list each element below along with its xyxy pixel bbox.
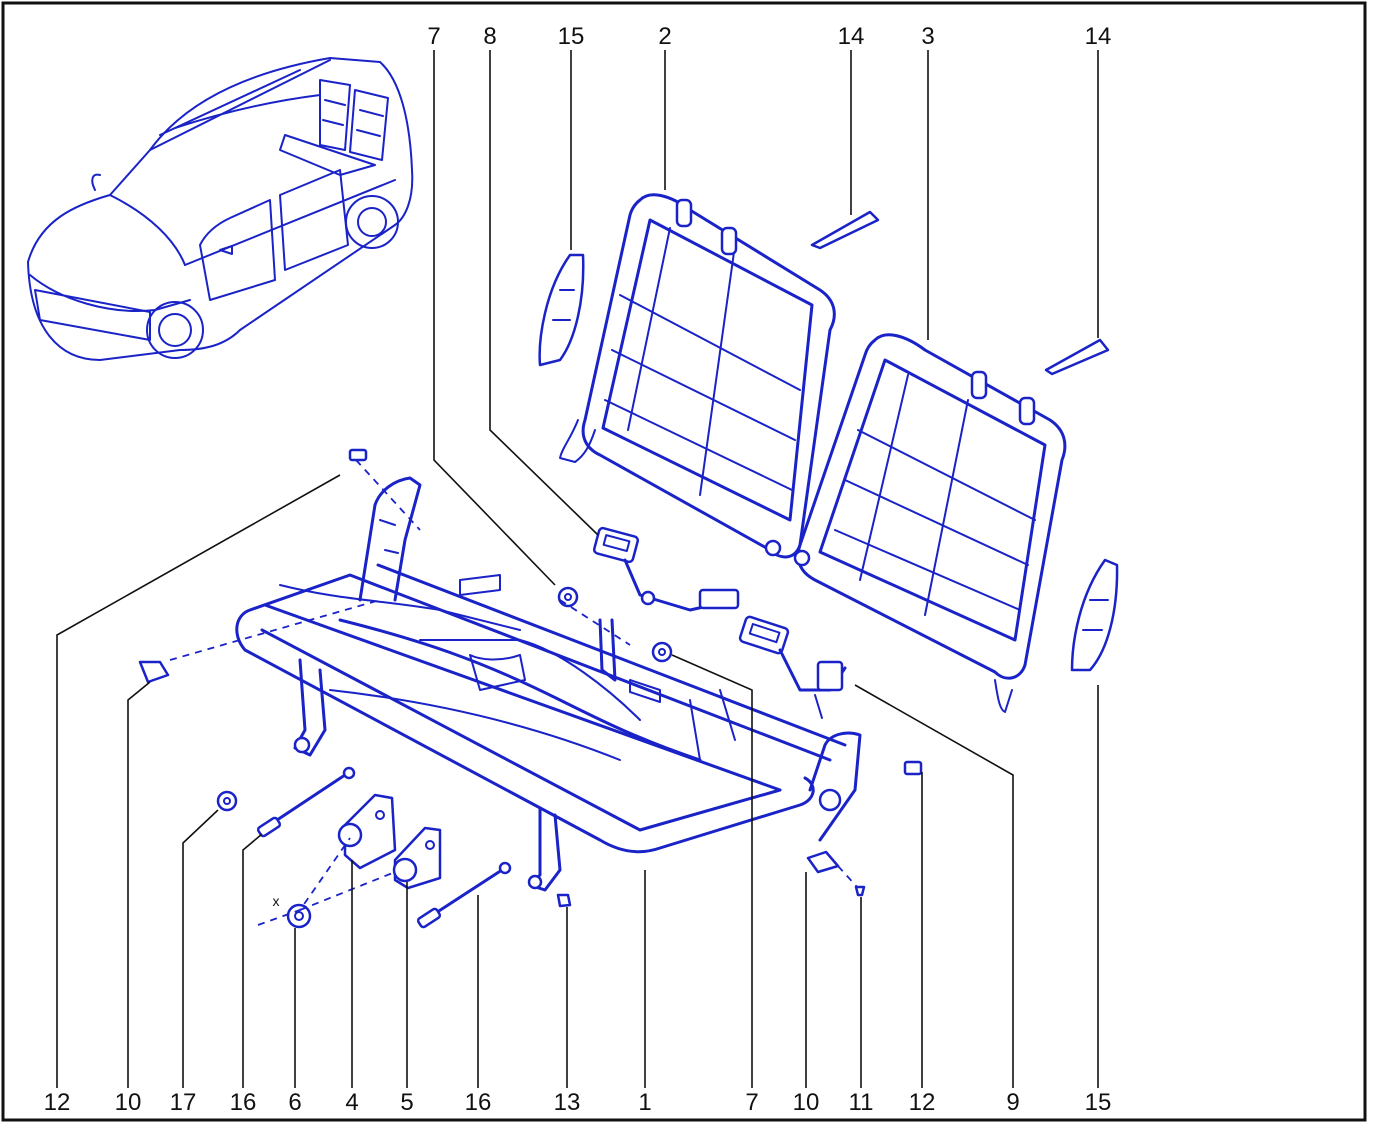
bracket-10-left <box>138 660 170 684</box>
callout-3: 3 <box>921 23 934 50</box>
seat-base-frame <box>235 476 862 892</box>
rod-16-left <box>256 766 356 838</box>
callout-4: 4 <box>345 1089 358 1116</box>
callout-11: 11 <box>849 1089 874 1116</box>
torque-mark-x: x <box>273 893 280 909</box>
assembly-dashed-lines <box>169 459 859 926</box>
callout-5: 5 <box>400 1089 413 1116</box>
callout-15-top: 15 <box>558 23 585 50</box>
clip-13 <box>556 893 572 908</box>
backrest-frame-left <box>559 193 836 559</box>
callout-7-bottom: 7 <box>745 1089 758 1116</box>
screw-11 <box>854 885 866 897</box>
callout-12-right: 12 <box>909 1089 936 1116</box>
rod-16-right <box>416 861 512 929</box>
latch-4 <box>337 793 397 870</box>
guide-14-upper <box>810 210 880 250</box>
callout-10-right: 10 <box>793 1089 820 1116</box>
vehicle-inset-illustration <box>27 57 414 361</box>
top-callouts: 7 8 15 2 14 3 14 <box>427 23 1111 50</box>
callout-12-left: 12 <box>44 1089 71 1116</box>
bolt-7-upper <box>557 586 579 608</box>
leader-lines <box>56 50 1099 1088</box>
callout-16-left: 16 <box>230 1089 257 1116</box>
callout-2: 2 <box>658 23 671 50</box>
callout-16-right: 16 <box>465 1089 492 1116</box>
bracket-10-right <box>806 850 840 874</box>
clip-12-upper <box>348 448 368 462</box>
callout-6: 6 <box>288 1089 301 1116</box>
side-trim-15-left <box>538 253 585 367</box>
callout-10-left: 10 <box>115 1089 142 1116</box>
side-trim-15-right <box>1070 558 1119 672</box>
seat-belt-buckle-8 <box>592 526 740 612</box>
callout-8: 8 <box>483 23 496 50</box>
nut-17 <box>216 790 238 812</box>
bolt-7-lower <box>651 641 673 663</box>
callout-7-top: 7 <box>427 23 440 50</box>
backrest-frame-right <box>793 333 1067 713</box>
bottom-callouts: 12 10 17 16 6 4 5 16 13 1 7 10 11 12 9 1… <box>44 1089 1112 1116</box>
callout-13: 13 <box>554 1089 581 1116</box>
callout-14-left: 14 <box>838 23 865 50</box>
callout-17: 17 <box>170 1089 197 1116</box>
latch-5 <box>392 826 442 890</box>
callout-15-bottom: 15 <box>1085 1089 1112 1116</box>
diagram-border <box>1 1 1367 1122</box>
callout-14-right: 14 <box>1085 23 1112 50</box>
guide-14-lower <box>1044 338 1110 376</box>
seat-belt-buckle-9 <box>738 615 847 719</box>
clip-12-lower <box>903 760 923 776</box>
callout-1: 1 <box>638 1089 651 1116</box>
nut-6 <box>286 903 312 929</box>
callout-9: 9 <box>1006 1089 1019 1116</box>
